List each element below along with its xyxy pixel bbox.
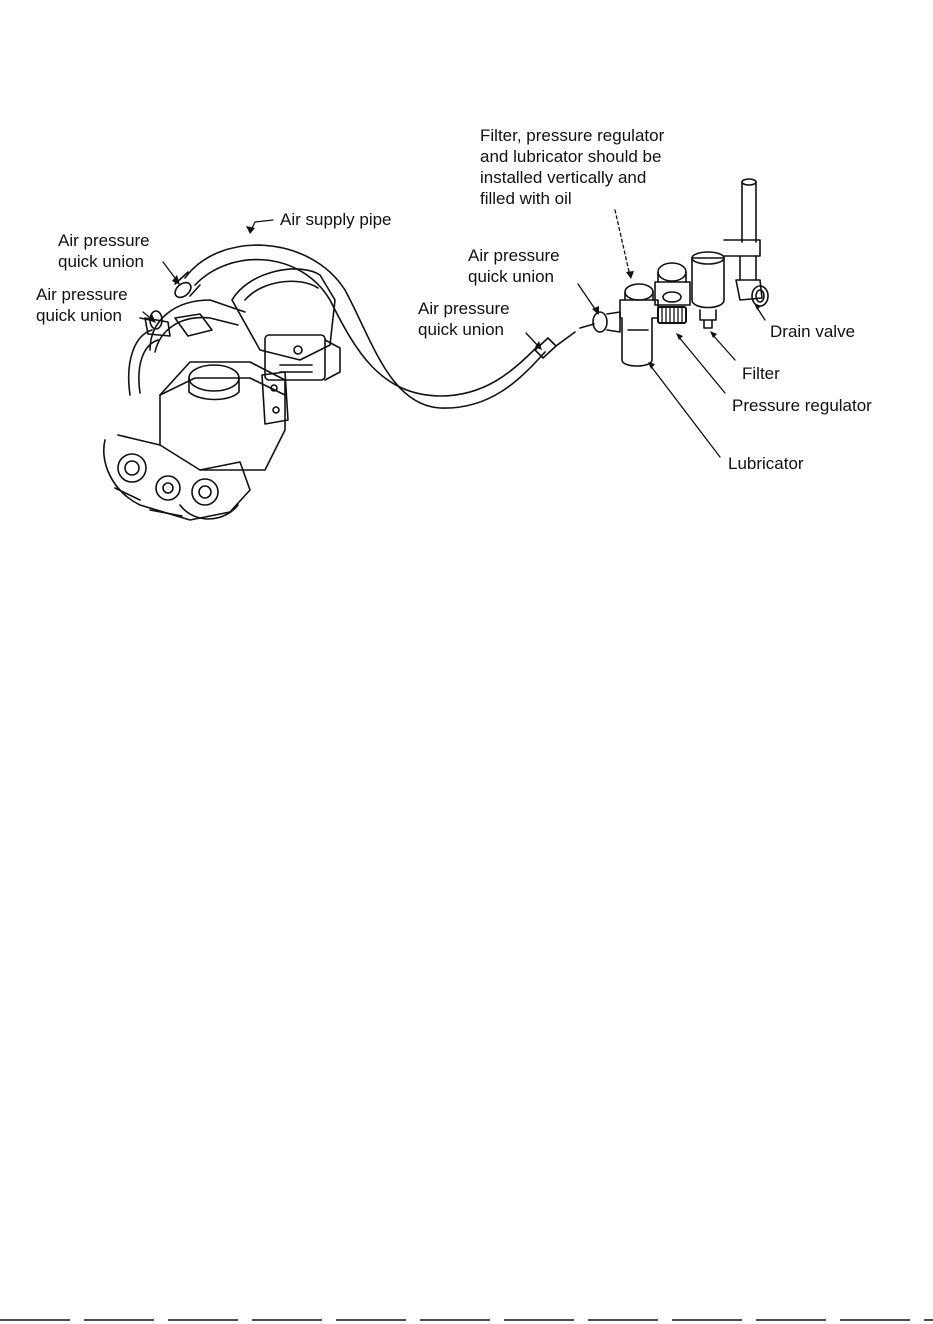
label-filter: Filter <box>742 363 780 384</box>
leader-filter <box>712 334 735 360</box>
leader-lubricator <box>650 365 720 457</box>
leader-note <box>615 210 630 276</box>
label-quick-union-right-line2: quick union <box>468 266 554 287</box>
label-quick-union-left-line1: Air pressure <box>36 284 128 305</box>
label-pressure-regulator: Pressure regulator <box>732 395 872 416</box>
quick-union-right <box>580 312 620 332</box>
strapping-tool <box>104 269 340 520</box>
label-lubricator: Lubricator <box>728 453 804 474</box>
label-quick-union-top-line1: Air pressure <box>58 230 150 251</box>
label-quick-union-right-line1: Air pressure <box>468 245 560 266</box>
note-line3: installed vertically and <box>480 167 646 188</box>
label-drain-valve: Drain valve <box>770 321 855 342</box>
pressure-regulator <box>655 263 690 323</box>
lubricator <box>620 284 658 366</box>
leader-pressure-regulator <box>678 336 725 393</box>
note-line4: filled with oil <box>480 188 572 209</box>
leader-air-supply-pipe <box>250 220 273 232</box>
leader-quick-union-right <box>578 284 597 312</box>
label-quick-union-mid-line1: Air pressure <box>418 298 510 319</box>
drain-valve <box>724 179 768 306</box>
label-quick-union-mid-line2: quick union <box>418 319 504 340</box>
filter <box>692 252 724 328</box>
label-air-supply-pipe: Air supply pipe <box>280 209 392 230</box>
note-line1: Filter, pressure regulator <box>480 125 664 146</box>
label-quick-union-left-line2: quick union <box>36 305 122 326</box>
quick-union-mid <box>535 332 575 358</box>
label-quick-union-top-line2: quick union <box>58 251 144 272</box>
footer-dashed-rule <box>0 1318 933 1322</box>
note-line2: and lubricator should be <box>480 146 661 167</box>
